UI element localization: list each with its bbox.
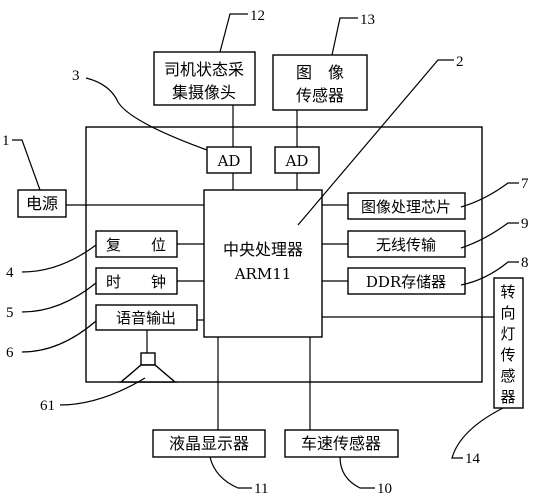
- ref-number-61: 61: [40, 398, 55, 414]
- ref-number-3: 3: [72, 68, 80, 84]
- ref-number-13: 13: [360, 12, 375, 28]
- ref-number-8: 8: [521, 255, 529, 271]
- wireless-transmission-block: [347, 230, 466, 258]
- leader-lines: [12, 13, 519, 489]
- clock-block: [95, 267, 178, 295]
- svg-text:传: 传: [500, 346, 515, 364]
- lcd-display-block: [152, 429, 266, 458]
- cpu-label-2: ARM11: [234, 265, 292, 283]
- power-block: [17, 189, 67, 218]
- ref-number-7: 7: [521, 176, 529, 192]
- clock-label: 时 钟: [106, 273, 166, 291]
- reset-block: [95, 230, 178, 258]
- driver-camera-label-2: 集摄像头: [172, 83, 236, 102]
- speed-sensor-block: [284, 429, 399, 458]
- power-label: 电源: [26, 194, 58, 213]
- ad-converter-left: [206, 146, 252, 174]
- image-sensor-label-2: 传感器: [296, 86, 344, 105]
- turn-signal-sensor-block: [493, 277, 524, 409]
- svg-text:灯: 灯: [500, 325, 515, 343]
- ref-number-11: 11: [254, 481, 268, 497]
- ref-number-12: 12: [250, 8, 265, 24]
- voice-output-block: [95, 304, 198, 331]
- speed-sensor-label: 车速传感器: [301, 434, 381, 453]
- ref-number-2: 2: [456, 54, 464, 70]
- wireless-transmission-label: 无线传输: [376, 236, 436, 254]
- ad-converter-right: [274, 146, 320, 174]
- reset-label: 复 位: [106, 236, 166, 254]
- lcd-display-label: 液晶显示器: [169, 434, 249, 453]
- ref-number-10: 10: [377, 481, 392, 497]
- ddr-memory-block: [347, 267, 466, 295]
- ad-left-label: AD: [217, 152, 241, 170]
- voice-output-label: 语音输出: [116, 309, 176, 327]
- svg-text:转: 转: [500, 283, 515, 301]
- image-processing-chip-label: 图像处理芯片: [361, 198, 451, 216]
- ref-number-4: 4: [6, 265, 14, 281]
- ad-right-label: AD: [285, 152, 309, 170]
- image-sensor-block: [272, 54, 368, 111]
- cpu-label-1: 中央处理器: [223, 240, 303, 259]
- cpu-block: [203, 189, 323, 338]
- ref-number-14: 14: [465, 451, 481, 467]
- image-sensor-label-1: 图 像: [296, 63, 344, 82]
- connection-lines: [66, 105, 494, 430]
- ref-number-9: 9: [521, 216, 529, 232]
- driver-camera-block: [153, 51, 256, 106]
- ref-number-5: 5: [6, 305, 14, 321]
- svg-text:感: 感: [500, 367, 515, 385]
- image-processing-chip-block: [347, 192, 466, 220]
- ddr-memory-label: DDR存储器: [366, 273, 446, 291]
- turn-signal-sensor-label: 转 向 灯 传 感 器: [500, 283, 515, 406]
- svg-text:向: 向: [500, 304, 515, 322]
- speaker-icon: [119, 352, 177, 383]
- ref-number-1: 1: [2, 133, 10, 149]
- svg-text:器: 器: [500, 388, 515, 406]
- driver-camera-label-1: 司机状态采: [164, 60, 244, 79]
- ref-number-6: 6: [6, 345, 14, 361]
